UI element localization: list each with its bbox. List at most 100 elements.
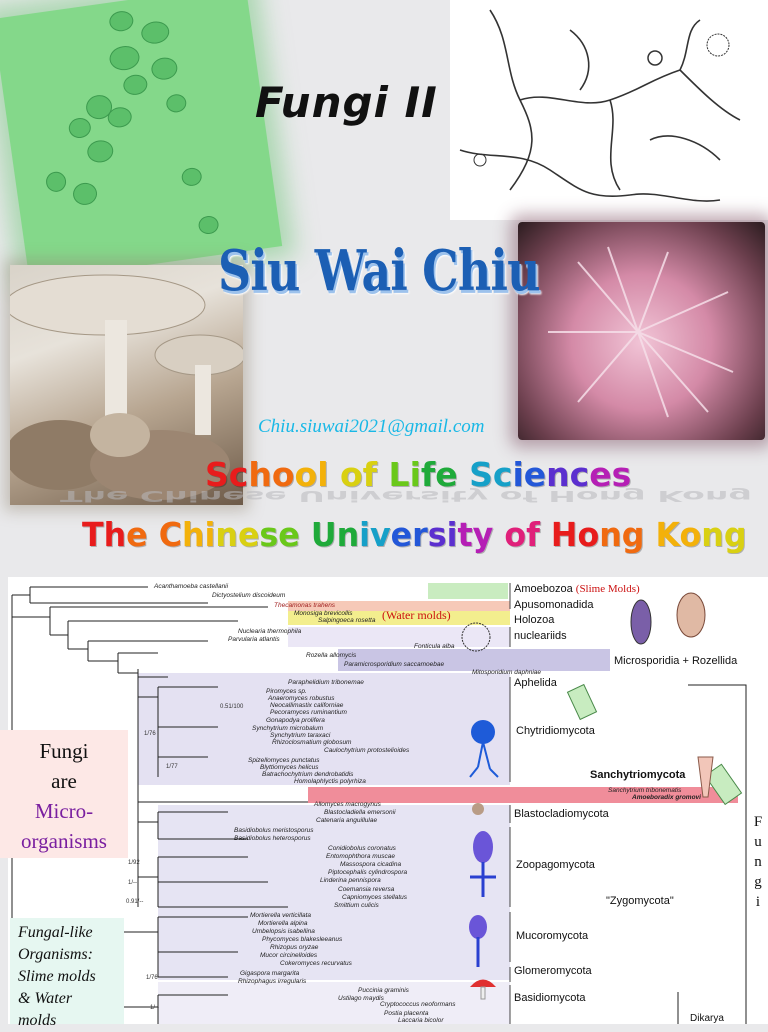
species-label: Paramicrosporidium saccamoebae [344,661,445,668]
species-label: Caulochytrium protostelioides [324,747,410,754]
rainbow-letter: s [259,515,279,554]
species-label: Acanthamoeba castellanii [154,583,229,590]
species-label: Amoeboradix gromovi [632,794,701,801]
species-label: Dictyostelium discoideum [212,592,286,599]
zoopago-sporangium-icon [473,831,493,863]
rainbow-letter: n [599,515,622,554]
fungal-like-text: Fungal-like Organisms: Slime molds & Wat… [18,922,96,1032]
rainbow-letter: e [589,455,612,494]
rainbow-letter: K [655,515,680,554]
mushroom-photo [10,265,243,505]
support-value: 1/77 [166,764,178,770]
rainbow-letter: f [362,455,378,494]
note-line-micro: Micro- [34,799,94,823]
rainbow-letter: o [577,515,600,554]
author-name: Siu Wai Chiu [218,238,540,304]
species-label: Conidiobolus coronatus [328,845,396,852]
species-label: Synchytrium taraxaci [270,732,331,739]
band-amoebozoa [428,583,508,599]
species-label: Blyttiomyces helicus [260,764,319,771]
chytrid-cell-icon [471,720,495,744]
support-value: 0.91/-- [126,899,144,905]
species-label: Salpingoeca rosetta [318,617,376,624]
slide-title: Fungi II [255,78,438,127]
group-blastocladiomycota: Blastocladiomycota [514,808,609,820]
species-label: Monosiga brevicollis [294,610,353,617]
band-microsporidia [338,649,610,671]
group-nucleariids: nucleariids [514,630,567,642]
mucoro-sporangium-icon [469,915,487,939]
rainbow-letter [300,515,311,554]
note-line-organisms: organisms [21,829,107,853]
species-label: Allomyces macrogynus [314,801,381,808]
rainbow-letter [493,515,504,554]
group-apusomonadida: Apusomonadida [514,599,594,611]
group-aphelida: Aphelida [514,677,557,689]
species-label: Basidiobolus heterosporus [234,835,311,842]
group-zygomycota: "Zygomycota" [606,895,674,907]
support-value: 1/76 [144,731,156,737]
rainbow-letter [540,515,551,554]
band-zygo [158,805,510,980]
band-apusomonadida [288,601,510,611]
species-label: Smittium culicis [334,902,379,909]
rainbow-letter: n [215,515,238,554]
author-email[interactable]: Chiu.siuwai2021@gmail.com [258,416,485,437]
fungi-microorganisms-note: Fungi are Micro- organisms [0,730,128,858]
like-line-1: Fungal-like [18,924,93,941]
species-label: Homolaphlyctis polyrhiza [294,778,366,785]
species-label: Spizellomyces punctatus [248,757,320,764]
rainbow-letter: h [248,455,272,494]
species-label: Synchytrium microbalum [252,725,324,732]
zoopago-stalk-icon [470,862,496,897]
support-value: 1/-- [150,1005,159,1011]
group-microsporidia: Microsporidia + Rozellida [614,655,738,667]
rainbow-letter: i [409,455,421,494]
fungi-vertical-letter: n [754,854,762,870]
rainbow-letter: f [420,455,436,494]
rainbow-letter [148,515,159,554]
rainbow-letter: S [205,455,229,494]
tree-svg [11,583,747,1024]
rainbow-letter: i [512,455,524,494]
rainbow-letter: e [237,515,260,554]
nucleariid-icon [461,622,491,652]
rainbow-letter: h [103,515,127,554]
group-glomeromycota: Glomeromycota [514,965,592,977]
species-label: Batrachochytrium dendrobatidis [262,771,354,778]
band-nucleariids [288,627,510,647]
rainbow-letter: f [526,515,540,554]
species-label: Cryptococcus neoformans [380,1001,456,1008]
flask-icon [697,756,714,798]
rainbow-letter: U [310,515,337,554]
species-label: Ustilago maydis [338,995,384,1002]
rainbow-letter: e [126,515,148,554]
rainbow-letter: s [427,515,447,554]
university-reflection: The Chinese University of Hong Kong [60,487,752,505]
band-basidio [158,982,510,1024]
rainbow-letter: e [278,515,300,554]
rainbow-letter: S [469,455,493,494]
like-line-4: & Water [18,990,73,1007]
fungal-like-note: Fungal-like Organisms: Slime molds & Wat… [10,918,124,1029]
species-label: Sanchytrium tribonematis [608,787,682,794]
support-value: 0.51/100 [220,704,244,710]
species-label: Rhizophagus irregularis [238,978,307,985]
group-sanchytriomycota: Sanchytriomycota [590,769,686,781]
species-label: Rhizopus oryzae [270,944,319,951]
rainbow-letter: r [412,515,428,554]
sanchytrid-icon [704,763,743,806]
rainbow-letter [644,515,655,554]
species-label: Paraphelidium tribonemae [288,679,364,686]
fungi-vertical-letter: u [754,834,762,850]
rainbow-letter: o [340,455,363,494]
university-reflection-text: The Chinese University of Hong Kong [60,487,752,505]
species-label: Laccaria bicolor [398,1017,444,1024]
rainbow-letter: c [492,455,513,494]
rainbow-letter: i [446,515,458,554]
species-label: Catenaria anguillulae [316,817,378,824]
rainbow-letter: e [523,455,547,494]
band-holozoa [288,611,510,625]
